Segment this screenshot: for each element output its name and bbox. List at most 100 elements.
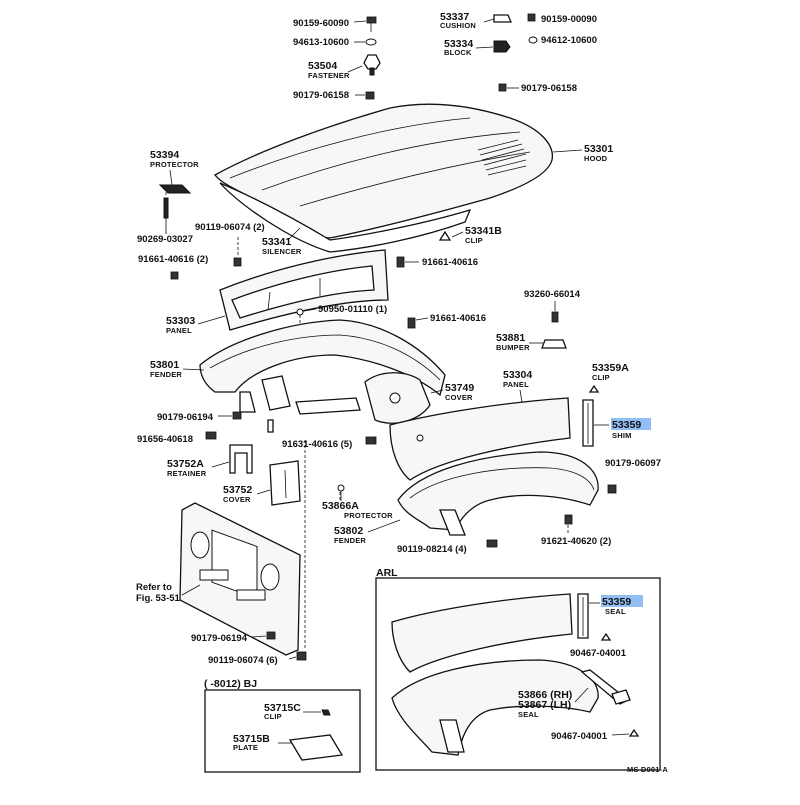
- bolt-91656-40618[interactable]: [205, 431, 217, 440]
- label-53337: 53337: [440, 11, 469, 23]
- nut-90179-06097[interactable]: [607, 484, 617, 494]
- label-90119-06074-2: 90119-06074 (2): [195, 222, 265, 233]
- name-panel-b: PANEL: [503, 380, 529, 389]
- cushion-block-group: 53337 CUSHION 90159-00090 53334 BLOCK 94…: [440, 11, 597, 94]
- clip-53715c[interactable]: [321, 709, 331, 716]
- name-clip-c: CLIP: [264, 712, 282, 721]
- bolt-90269-03027[interactable]: [163, 190, 169, 219]
- label-94613-10600: 94613-10600: [293, 37, 349, 48]
- label-53341: 53341: [262, 236, 291, 248]
- clip-90467-04001-a[interactable]: [600, 632, 612, 641]
- label-53303: 53303: [166, 315, 195, 327]
- label-90159-60090: 90159-60090: [293, 18, 349, 29]
- name-block: BLOCK: [444, 48, 472, 57]
- bolt-90119-08214-4[interactable]: [486, 539, 498, 548]
- label-53801: 53801: [150, 359, 179, 371]
- name-protector-a: PROTECTOR: [150, 160, 199, 169]
- bolt-91661-40616-2[interactable]: [170, 271, 179, 280]
- screw-93260-66014[interactable]: [551, 311, 559, 323]
- label-53802: 53802: [334, 525, 363, 537]
- label-53715c: 53715C: [264, 702, 301, 714]
- protector-53394[interactable]: [158, 184, 192, 194]
- label-53867-lh: 53867 (LH): [518, 699, 571, 711]
- name-hood: HOOD: [584, 154, 608, 163]
- label-91621-40620-2: 91621-40620 (2): [541, 536, 611, 547]
- hood-53301[interactable]: [214, 103, 553, 253]
- shim-53359[interactable]: [582, 399, 594, 447]
- label-53715b: 53715B: [233, 733, 270, 745]
- retainer-53752a[interactable]: [229, 444, 253, 474]
- bumper-53881[interactable]: [541, 339, 567, 349]
- label-90179-06158-right: 90179-06158: [521, 83, 577, 94]
- name-fender-b: FENDER: [334, 536, 366, 545]
- clip-53341b[interactable]: [438, 230, 452, 241]
- label-53304: 53304: [503, 369, 532, 381]
- refer-text-2: Fig. 53-51: [136, 593, 181, 604]
- bj-inset-box: [204, 689, 361, 773]
- refer-text-1: Refer to: [136, 582, 172, 593]
- label-90179-06194-a: 90179-06194: [157, 412, 214, 423]
- seal-53866-53867[interactable]: [580, 669, 631, 705]
- label-90119-06074-6: 90119-06074 (6): [208, 655, 278, 666]
- label-91661-40616-2: 91661-40616 (2): [138, 254, 208, 265]
- label-53866a: 53866A: [322, 500, 359, 512]
- clip-90467-04001-b[interactable]: [628, 728, 640, 737]
- name-fastener: FASTENER: [308, 71, 350, 80]
- cover-53749[interactable]: [364, 372, 431, 424]
- name-seal-a: SEAL: [605, 607, 626, 616]
- name-panel-a: PANEL: [166, 326, 192, 335]
- nut-90179-06158-left[interactable]: [365, 91, 375, 100]
- label-90467-04001-b: 90467-04001: [551, 731, 608, 742]
- label-53881: 53881: [496, 332, 525, 344]
- nut-90179-06194-a[interactable]: [232, 411, 242, 420]
- label-53359-seal: 53359: [602, 596, 631, 608]
- name-bumper: BUMPER: [496, 343, 530, 352]
- clip-53359a[interactable]: [588, 384, 600, 393]
- name-retainer: RETAINER: [167, 469, 207, 478]
- plate-53715b[interactable]: [288, 734, 344, 761]
- bolt-91631-40616-5[interactable]: [365, 436, 377, 445]
- washer-94613-10600[interactable]: [365, 38, 377, 46]
- name-cover-b: COVER: [223, 495, 251, 504]
- arl-panel: [391, 593, 573, 673]
- panel-53303[interactable]: [219, 249, 389, 331]
- bolt-90159-00090[interactable]: [527, 13, 536, 22]
- fender-inner-bracket: [239, 375, 361, 433]
- fender-53802[interactable]: [397, 451, 599, 536]
- bolt-91661-40616-a[interactable]: [396, 256, 405, 268]
- bj-range-label: ( -8012) BJ: [204, 678, 257, 690]
- label-90159-00090: 90159-00090: [541, 14, 597, 25]
- bolt-90119-06074-2[interactable]: [233, 235, 242, 267]
- nut-90179-06158-right[interactable]: [498, 83, 507, 92]
- name-cover-a: COVER: [445, 393, 473, 402]
- name-protector-b: PROTECTOR: [344, 511, 393, 520]
- fender-53801[interactable]: [199, 319, 446, 397]
- seal-53359[interactable]: [577, 593, 589, 639]
- label-53752: 53752: [223, 484, 252, 496]
- name-shim: SHIM: [612, 431, 632, 440]
- bolt-91621-40620-2[interactable]: [564, 514, 573, 535]
- fastener-group: 90159-60090 94613-10600 53504 FASTENER 9…: [293, 16, 381, 101]
- block-53334[interactable]: [493, 40, 511, 53]
- label-90950-01110-1: 90950-01110 (1): [318, 304, 387, 315]
- bolt-90159-60090[interactable]: [366, 16, 377, 32]
- bolt-91661-40616-b[interactable]: [407, 317, 416, 329]
- label-53752a: 53752A: [167, 458, 204, 470]
- protector-53866a[interactable]: [337, 484, 345, 492]
- name-silencer: SILENCER: [262, 247, 302, 256]
- fastener-53504[interactable]: [363, 54, 381, 76]
- label-91631-40616-5: 91631-40616 (5): [282, 439, 352, 450]
- label-53749: 53749: [445, 382, 474, 394]
- cushion-53337[interactable]: [493, 14, 512, 23]
- arl-inset-box: [375, 577, 661, 771]
- label-93260-66014: 93260-66014: [524, 289, 581, 300]
- name-plate: PLATE: [233, 743, 258, 752]
- nut-90179-06194-b[interactable]: [266, 631, 276, 640]
- panel-53304[interactable]: [389, 397, 571, 481]
- instrument-panel[interactable]: [179, 502, 301, 656]
- name-clip-b: CLIP: [592, 373, 610, 382]
- washer-94612-10600[interactable]: [528, 36, 538, 44]
- bolt-90119-06074-6[interactable]: [296, 651, 307, 661]
- cover-53752[interactable]: [269, 460, 301, 506]
